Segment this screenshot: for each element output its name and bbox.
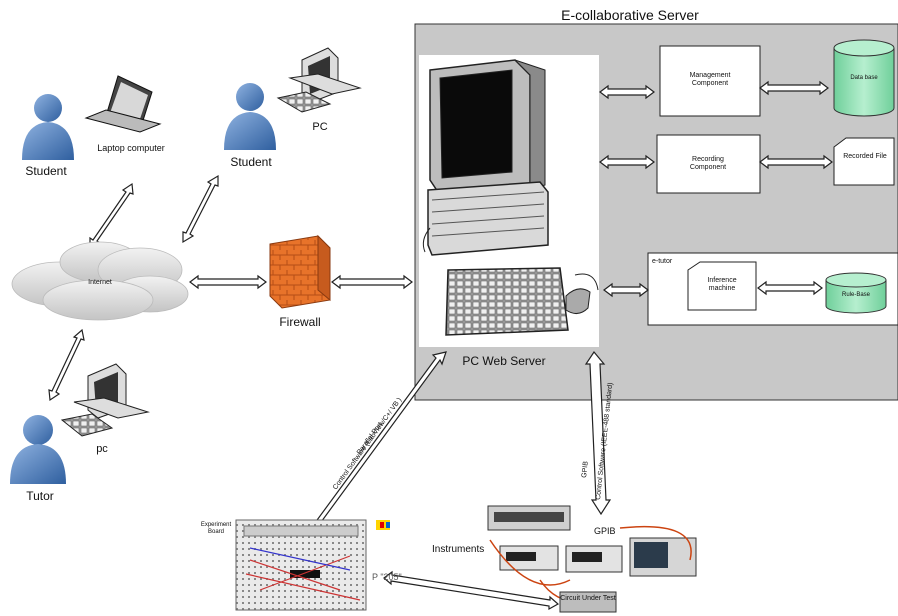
firewall-icon bbox=[269, 234, 331, 309]
laptop-label: Laptop computer bbox=[97, 143, 165, 153]
internet-label: Internet bbox=[88, 279, 112, 286]
arrow-server-etutor bbox=[603, 282, 649, 298]
recorded-file-label: Recorded File bbox=[843, 153, 887, 160]
web-server-label: PC Web Server bbox=[462, 354, 545, 368]
arrow-student1-internet bbox=[89, 182, 134, 249]
pc2-label: pc bbox=[96, 443, 108, 455]
arrow-server-recording bbox=[599, 154, 655, 170]
recording-component-box bbox=[656, 134, 761, 194]
management-label: Management Component bbox=[689, 72, 731, 87]
student1-label: Student bbox=[25, 164, 67, 178]
arrow-firewall-server bbox=[331, 274, 413, 290]
arrow-internet-firewall bbox=[189, 274, 267, 290]
breadboard-title: Experiment Board bbox=[200, 522, 232, 535]
server-keyboard-icon bbox=[445, 267, 599, 336]
link-gpib: GPIB bbox=[581, 461, 590, 479]
student2-label: Student bbox=[230, 155, 272, 169]
arrow-recording-file bbox=[759, 154, 833, 170]
etutor-label: e-tutor bbox=[652, 258, 673, 265]
rulebase-icon bbox=[825, 272, 887, 314]
inference-label: Inference machine bbox=[707, 277, 737, 292]
server-title: E-collaborative Server bbox=[561, 7, 699, 23]
database-label: Data base bbox=[850, 75, 878, 81]
breadboard-icon bbox=[235, 519, 390, 611]
port-label: P "205" bbox=[372, 572, 402, 582]
arrow-internet-tutor bbox=[48, 328, 85, 402]
circuit-label: Circuit Under Test bbox=[560, 595, 616, 602]
instruments-label: Instruments bbox=[432, 544, 484, 555]
student1-person-icon bbox=[22, 94, 74, 160]
pc1-icon bbox=[276, 47, 362, 113]
instruments-icon bbox=[487, 505, 697, 613]
laptop-icon bbox=[84, 75, 162, 133]
gpib-label: GPIB bbox=[594, 526, 616, 536]
arrow-inference-rulebase bbox=[757, 280, 823, 296]
inference-machine-icon bbox=[687, 261, 757, 311]
pc2-icon bbox=[60, 363, 150, 437]
tutor-person-icon bbox=[10, 415, 66, 484]
management-component-box bbox=[659, 45, 761, 117]
rulebase-label: Rule-Base bbox=[842, 292, 871, 298]
tutor-label: Tutor bbox=[26, 489, 54, 503]
server-monitor-icon bbox=[429, 59, 546, 196]
pc1-label: PC bbox=[312, 121, 327, 133]
recording-label: Recording Component bbox=[689, 156, 727, 171]
arrow-management-database bbox=[759, 80, 829, 96]
firewall-label: Firewall bbox=[279, 315, 320, 329]
student2-person-icon bbox=[224, 83, 276, 150]
link-parallel-software: Control Software (LabView/C+/ VB ) bbox=[332, 397, 403, 492]
arrow-server-management bbox=[599, 84, 655, 100]
internet-cloud-icon bbox=[11, 241, 189, 321]
database-icon bbox=[833, 39, 895, 117]
recorded-file-icon bbox=[833, 137, 895, 186]
server-cpu-icon bbox=[422, 181, 549, 256]
arrow-circuit-breadboard bbox=[383, 570, 560, 611]
arrow-student2-internet bbox=[182, 174, 219, 244]
arrow-server-instruments bbox=[584, 350, 612, 516]
